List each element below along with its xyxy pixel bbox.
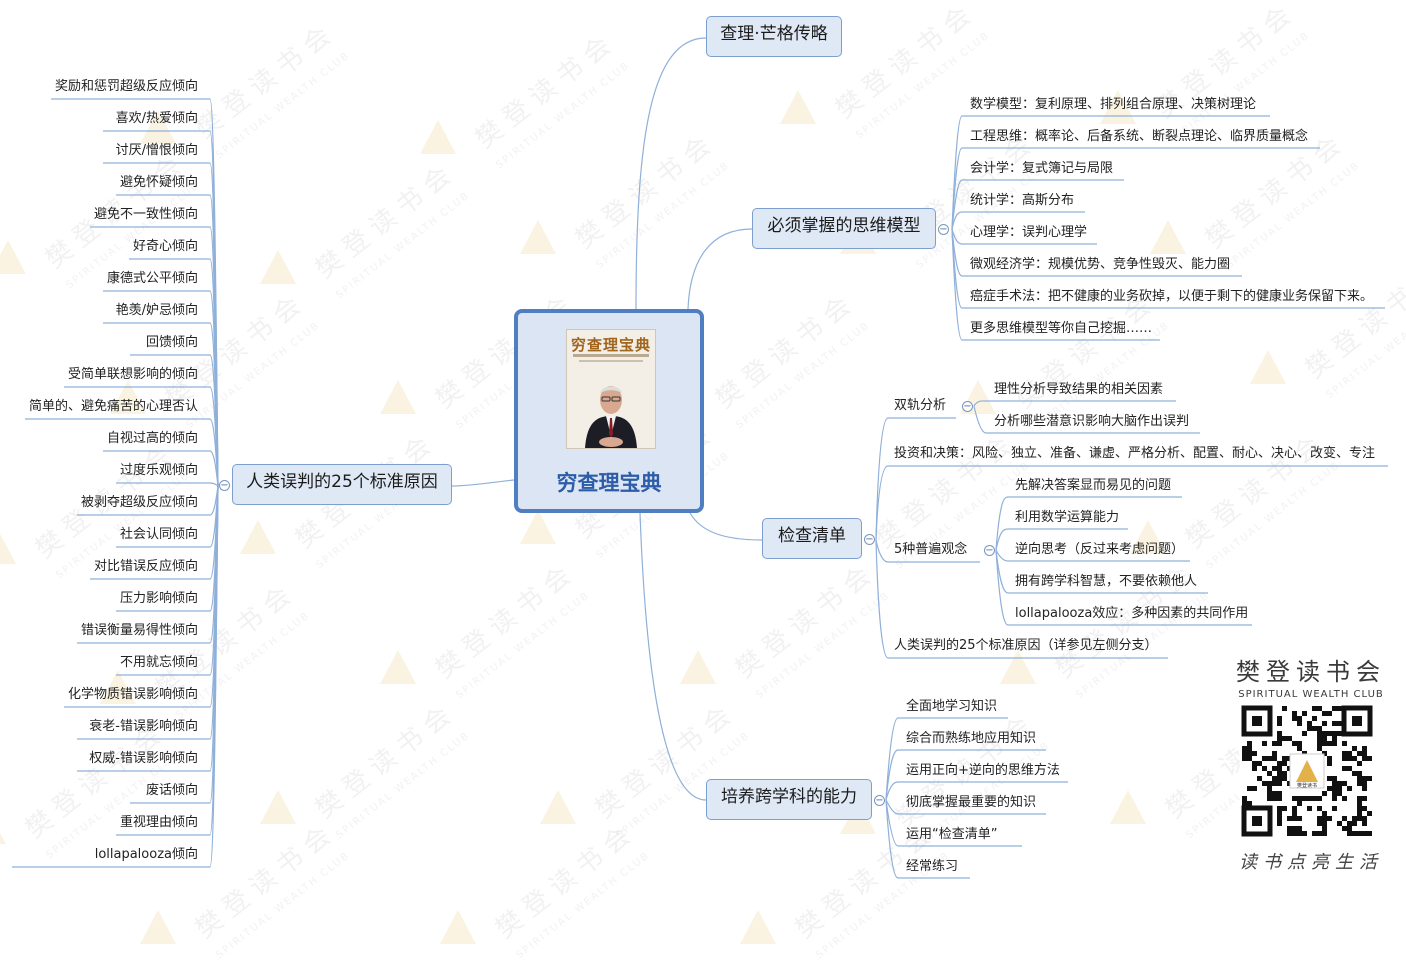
misjudgment-ref-label[interactable]: 人类误判的25个标准原因（详参见左侧分支） [894,638,1158,653]
misjudgment-item[interactable]: 不用就忘倾向 [119,655,198,670]
collapse-toggle-misjudgment[interactable]: − [219,480,230,491]
brand-name: 樊登读书会 [1236,658,1386,686]
collapse-toggle-cross[interactable]: − [874,795,885,806]
misjudgment-item[interactable]: 衰老-错误影响倾向 [89,719,198,734]
misjudgment-item[interactable]: 过度乐观倾向 [119,463,198,478]
skill-item[interactable]: 运用“检查清单” [906,827,998,842]
central-title: 穷查理宝典 [556,471,662,495]
skill-item[interactable]: 运用正向+逆向的思维方法 [906,763,1060,778]
edge-misjudge [451,479,515,487]
model-item[interactable]: 心理学：误判心理学 [970,225,1088,240]
misjudgment-item[interactable]: 受简单联想影响的倾向 [67,367,198,382]
invest-decision-label[interactable]: 投资和决策：风险、独立、准备、谦虚、严格分析、配置、耐心、决心、改变、专注 [894,446,1376,461]
misjudgment-item[interactable]: 错误衡量易得性倾向 [80,623,198,638]
watermark-logo-icon [740,910,776,944]
misjudgment-item[interactable]: 简单的、避免痛苦的心理否认 [28,399,198,414]
brand-english: SPIRITUAL WEALTH CLUB [1238,689,1384,700]
node-misjudgment-label: 人类误判的25个标准原因 [246,472,438,492]
misjudgment-item[interactable]: 奖励和惩罚超级反应倾向 [54,79,198,94]
node-misjudgment[interactable]: 人类误判的25个标准原因 [232,464,452,505]
misjudgment-item[interactable]: 重视理由倾向 [119,815,198,830]
misjudgment-item[interactable]: 好奇心倾向 [132,239,198,254]
concept-item[interactable]: lollapalooza效应：多种因素的共同作用 [1015,606,1249,621]
skill-item[interactable]: 彻底掌握最重要的知识 [906,795,1037,810]
concept-item[interactable]: 先解决答案显而易见的问题 [1015,478,1172,493]
misjudgment-edge [209,482,219,487]
misjudgment-item[interactable]: 避免怀疑倾向 [119,175,198,190]
model-item[interactable]: 数学模型：复利原理、排列组合原理、决策树理论 [970,97,1257,112]
model-item[interactable]: 会计学：复式簿记与局限 [970,161,1114,176]
misjudgment-item[interactable]: lollapalooza倾向 [94,847,198,862]
model-item[interactable]: 工程思维：概率论、后备系统、断裂点理论、临界质量概念 [970,129,1309,144]
collapse-toggle-dual[interactable]: − [962,401,973,412]
node-thinking-models[interactable]: 必须掌握的思维模型 [752,208,936,249]
collapse-toggle-five[interactable]: − [984,545,995,556]
book-cover-subtitle-bar-2 [579,360,643,362]
misjudgment-edge [209,450,219,487]
skill-item[interactable]: 全面地学习知识 [906,699,998,714]
model-item[interactable]: 统计学：高斯分布 [970,193,1075,208]
five-concepts-label[interactable]: 5种普遍观念 [894,542,968,557]
misjudgment-item[interactable]: 回馈倾向 [145,335,198,350]
misjudgment-item[interactable]: 压力影响倾向 [119,591,198,606]
connector-lines [12,37,1388,879]
dual-analysis-label[interactable]: 双轨分析 [894,398,947,413]
model-item[interactable]: 微观经济学：规模优势、竞争性毁灭、能力圈 [970,257,1231,272]
model-item[interactable]: 癌症手术法：把不健康的业务砍掉，以便于剩下的健康业务保留下来。 [970,289,1374,304]
misjudgment-item[interactable]: 避免不一致性倾向 [93,207,198,222]
edge-top [635,37,707,310]
edge-models [687,228,753,310]
watermark-logo-icon [140,910,176,944]
dual-item-1[interactable]: 理性分析导致结果的相关因素 [994,382,1164,397]
misjudgment-item[interactable]: 艳羡/妒忌倾向 [115,303,198,318]
misjudgment-item[interactable]: 化学物质错误影响倾向 [67,687,198,702]
book-cover-title: 穷查理宝典 [570,336,651,354]
misjudgment-edge [209,485,219,868]
misjudgment-item[interactable]: 喜欢/热爱倾向 [115,111,198,126]
edge-checklist [689,512,763,541]
skill-item[interactable]: 综合而熟练地应用知识 [906,731,1037,746]
misjudgment-item[interactable]: 自视过高的倾向 [106,431,198,446]
misjudgment-item[interactable]: 权威-错误影响倾向 [89,751,198,766]
misjudgment-item[interactable]: 康德式公平倾向 [106,271,198,286]
qr-code: 樊登读书 [1240,704,1374,838]
brand-slogan: 读书点亮生活 [1239,852,1383,873]
concept-item[interactable]: 利用数学运算能力 [1015,510,1120,525]
concept-item[interactable]: 拥有跨学科智慧，不要依赖他人 [1015,574,1198,589]
watermark-logo-icon [440,910,476,944]
node-biography[interactable]: 查理·芒格传略 [706,16,842,57]
node-checklist[interactable]: 检查清单 [762,518,862,559]
misjudgment-item[interactable]: 社会认同倾向 [119,527,198,542]
portrait-illustration [581,370,641,448]
collapse-toggle-checklist[interactable]: − [864,534,875,545]
node-thinking-models-label: 必须掌握的思维模型 [767,216,921,236]
edge-cross [639,512,707,801]
book-cover-subtitle-bar [573,354,649,357]
collapse-toggle-models[interactable]: − [938,224,949,235]
qr-logo-text: 樊登读书 [1297,782,1317,789]
node-cross-discipline-label: 培养跨学科的能力 [721,787,857,807]
brand-block: 樊登读书会 SPIRITUAL WEALTH CLUB 樊登读书 读书点亮生活 [1226,652,1396,873]
misjudgment-item[interactable]: 被剥夺超级反应倾向 [80,495,198,510]
concept-item[interactable]: 逆向思考（反过来考虑问题） [1015,542,1185,557]
node-biography-label: 查理·芒格传略 [720,24,828,44]
misjudgment-item[interactable]: 废话倾向 [145,783,198,798]
model-item[interactable]: 更多思维模型等你自己挖掘…… [970,321,1153,336]
skill-item[interactable]: 经常练习 [906,859,959,874]
misjudgment-item[interactable]: 讨厌/憎恨倾向 [115,143,198,158]
central-node[interactable]: 穷查理宝典 穷查理宝典 [514,309,704,513]
dual-item-2[interactable]: 分析哪些潜意识影响大脑作出误判 [994,414,1190,429]
misjudgment-item[interactable]: 对比错误反应倾向 [93,559,198,574]
node-checklist-label: 检查清单 [778,526,846,546]
book-cover-image: 穷查理宝典 [566,329,656,449]
node-cross-discipline[interactable]: 培养跨学科的能力 [706,779,872,820]
